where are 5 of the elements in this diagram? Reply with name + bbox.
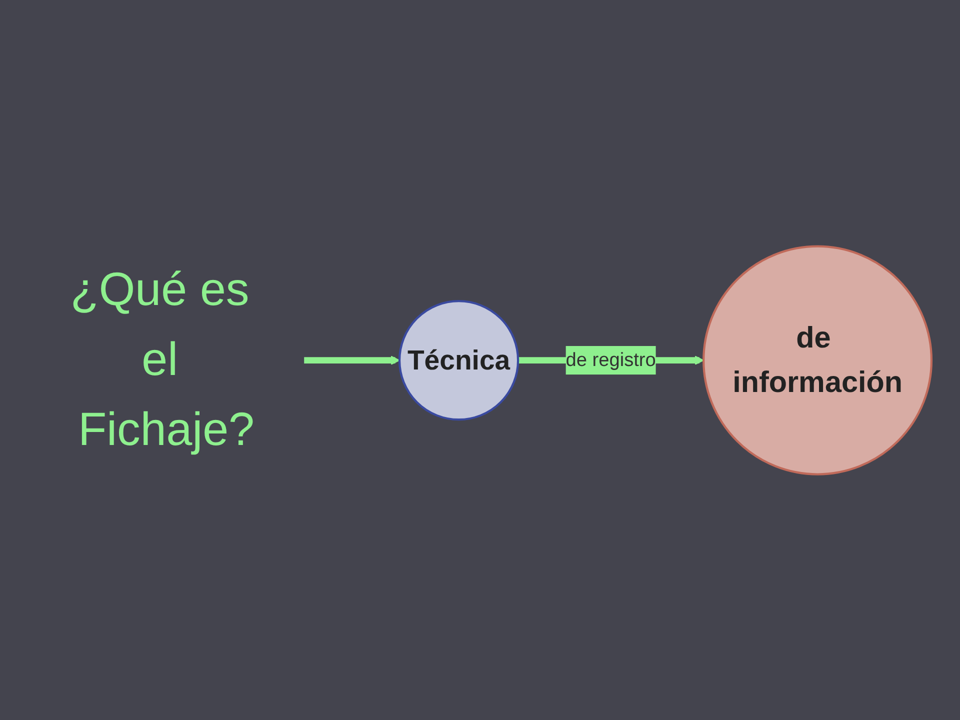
edge-label: de registro bbox=[566, 348, 656, 370]
node-circle: de información bbox=[702, 244, 933, 475]
arrow bbox=[304, 355, 400, 365]
node-circle: Técnica bbox=[398, 300, 520, 420]
node-text: ¿Qué es el Fichaje? bbox=[70, 264, 254, 456]
